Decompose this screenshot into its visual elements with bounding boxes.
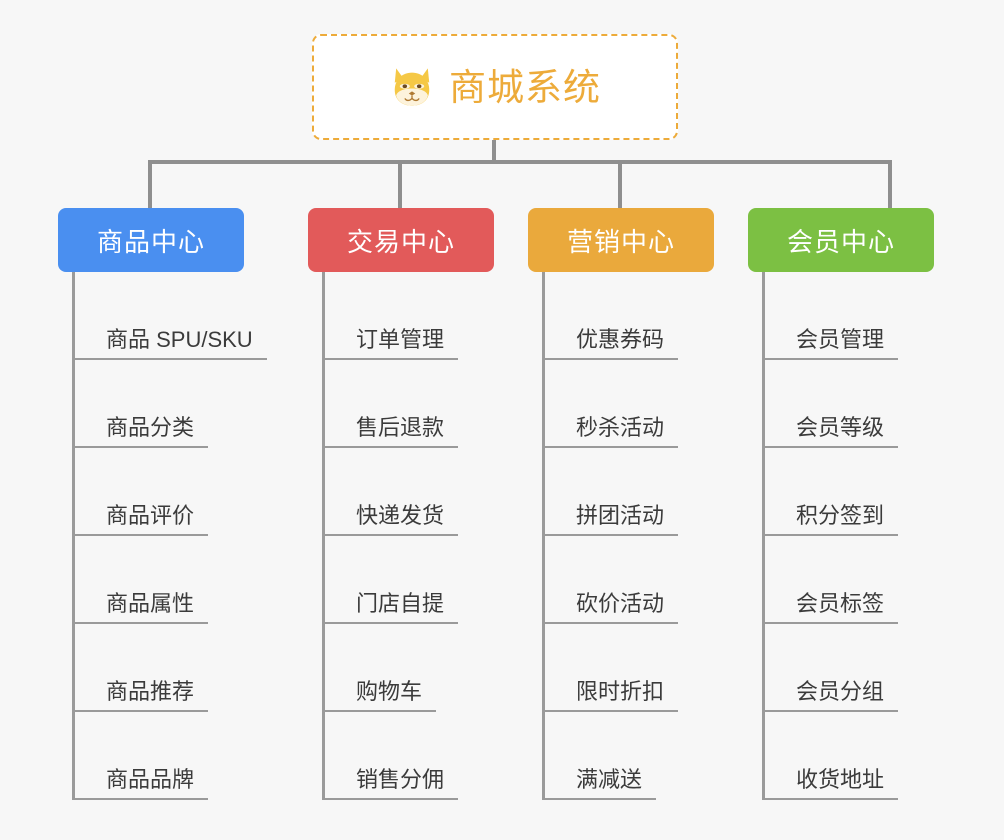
- leaf-item[interactable]: 会员等级: [762, 360, 899, 448]
- leaf-item-underline: [542, 446, 679, 448]
- leaf-item[interactable]: 商品评价: [72, 448, 209, 536]
- leaf-item[interactable]: 商品 SPU/SKU: [72, 272, 267, 360]
- leaf-item-underline: [762, 446, 899, 448]
- leaf-item-label: 砍价活动: [576, 590, 665, 616]
- connector-horizontal-bus: [148, 160, 892, 164]
- category-label-2: 交易中心: [346, 226, 455, 257]
- leaf-item-underline: [762, 622, 899, 624]
- leaf-item[interactable]: 拼团活动: [542, 448, 679, 536]
- leaf-item-label: 商品 SPU/SKU: [106, 326, 253, 352]
- leaf-item-underline: [542, 798, 657, 800]
- leaf-item-label: 积分签到: [796, 502, 885, 528]
- leaf-item[interactable]: 商品品牌: [72, 712, 209, 800]
- leaf-item[interactable]: 商品属性: [72, 536, 209, 624]
- leaf-item-label: 商品品牌: [106, 766, 195, 792]
- leaf-item-label: 优惠券码: [576, 326, 665, 352]
- root-node[interactable]: 商城系统: [312, 34, 678, 140]
- leaf-item-underline: [542, 358, 679, 360]
- leaf-item-label: 会员管理: [796, 326, 885, 352]
- leaf-item-label: 商品属性: [106, 590, 195, 616]
- category-box-3[interactable]: 营销中心: [528, 208, 714, 272]
- leaf-item[interactable]: 满减送: [542, 712, 657, 800]
- leaf-item-label: 销售分佣: [356, 766, 445, 792]
- leaf-item-label: 购物车: [356, 678, 423, 704]
- leaf-item[interactable]: 砍价活动: [542, 536, 679, 624]
- leaf-item-label: 拼团活动: [576, 502, 665, 528]
- shiba-dog-face-icon: [394, 68, 430, 106]
- leaf-spine: [322, 272, 325, 800]
- leaf-item[interactable]: 会员管理: [762, 272, 899, 360]
- leaf-item[interactable]: 售后退款: [322, 360, 459, 448]
- category-box-1[interactable]: 商品中心: [58, 208, 244, 272]
- leaf-item[interactable]: 商品分类: [72, 360, 209, 448]
- leaf-item-underline: [322, 446, 459, 448]
- leaf-item-label: 会员标签: [796, 590, 885, 616]
- leaf-item-underline: [322, 534, 459, 536]
- leaf-item-underline: [542, 622, 679, 624]
- leaf-item[interactable]: 门店自提: [322, 536, 459, 624]
- leaf-item[interactable]: 会员分组: [762, 624, 899, 712]
- leaf-item[interactable]: 购物车: [322, 624, 437, 712]
- category-label-1: 商品中心: [96, 226, 205, 257]
- leaf-item-underline: [762, 798, 899, 800]
- leaf-item-underline: [322, 798, 459, 800]
- leaf-item[interactable]: 积分签到: [762, 448, 899, 536]
- leaf-item-underline: [762, 358, 899, 360]
- leaf-item-underline: [322, 710, 437, 712]
- leaf-item-underline: [322, 358, 459, 360]
- connector-drop-3: [618, 160, 622, 208]
- leaf-item[interactable]: 快递发货: [322, 448, 459, 536]
- leaf-item-underline: [72, 446, 209, 448]
- leaf-item-label: 售后退款: [356, 414, 445, 440]
- connector-root-stem: [492, 140, 496, 163]
- leaf-item-underline: [542, 534, 679, 536]
- leaf-item-underline: [72, 534, 209, 536]
- leaf-item-label: 会员分组: [796, 678, 885, 704]
- leaf-item[interactable]: 销售分佣: [322, 712, 459, 800]
- leaf-item-underline: [762, 710, 899, 712]
- leaf-item-label: 收货地址: [796, 766, 885, 792]
- leaf-item-label: 满减送: [576, 766, 643, 792]
- leaf-spine: [542, 272, 545, 800]
- leaf-item-underline: [72, 798, 209, 800]
- leaf-item[interactable]: 收货地址: [762, 712, 899, 800]
- connector-drop-1: [148, 160, 152, 208]
- leaf-item-underline: [72, 710, 209, 712]
- leaf-spine: [762, 272, 765, 800]
- leaf-item[interactable]: 订单管理: [322, 272, 459, 360]
- leaf-spine: [72, 272, 75, 800]
- category-label-4: 会员中心: [786, 226, 895, 257]
- leaf-item[interactable]: 限时折扣: [542, 624, 679, 712]
- leaf-item-label: 订单管理: [356, 326, 445, 352]
- leaf-item-label: 秒杀活动: [576, 414, 665, 440]
- leaf-item-label: 商品推荐: [106, 678, 195, 704]
- category-label-3: 营销中心: [566, 226, 675, 257]
- leaf-item-label: 商品评价: [106, 502, 195, 528]
- leaf-item-label: 商品分类: [106, 414, 195, 440]
- connector-drop-4: [888, 160, 892, 208]
- category-box-2[interactable]: 交易中心: [308, 208, 494, 272]
- root-title: 商城系统: [449, 66, 601, 108]
- leaf-item-underline: [322, 622, 459, 624]
- leaf-item[interactable]: 会员标签: [762, 536, 899, 624]
- leaf-item[interactable]: 商品推荐: [72, 624, 209, 712]
- leaf-item[interactable]: 秒杀活动: [542, 360, 679, 448]
- leaf-item-label: 限时折扣: [576, 678, 665, 704]
- leaf-item[interactable]: 优惠券码: [542, 272, 679, 360]
- category-box-4[interactable]: 会员中心: [748, 208, 934, 272]
- leaf-item-underline: [72, 622, 209, 624]
- leaf-item-label: 门店自提: [356, 590, 445, 616]
- leaf-item-underline: [72, 358, 267, 360]
- leaf-item-label: 快递发货: [356, 502, 445, 528]
- leaf-item-underline: [762, 534, 899, 536]
- leaf-item-label: 会员等级: [796, 414, 885, 440]
- connector-drop-2: [398, 160, 402, 208]
- leaf-item-underline: [542, 710, 679, 712]
